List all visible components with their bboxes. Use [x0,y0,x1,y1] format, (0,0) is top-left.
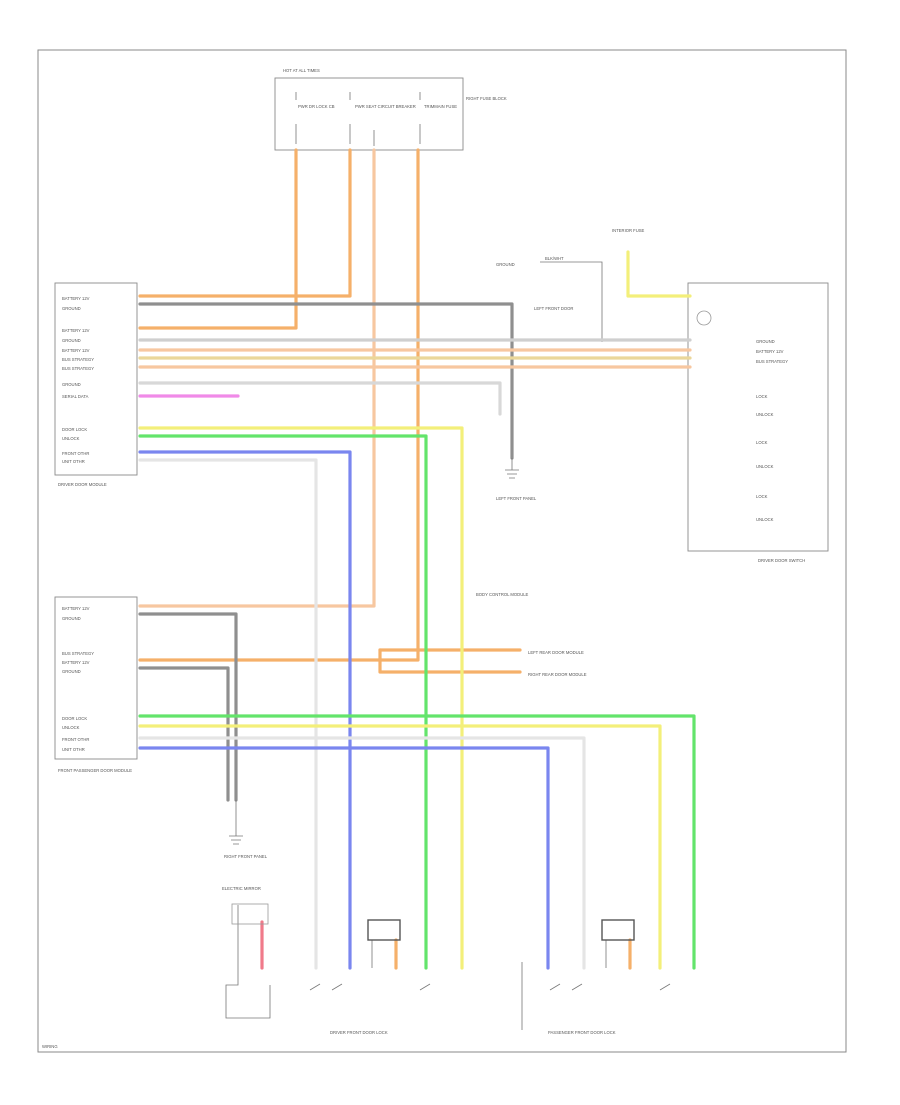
fuse-symbols [295,92,421,146]
dm-pin-9: DOOR LOCK [62,427,87,432]
passenger-lock-group-label: PASSENGER FRONT DOOR LOCK [548,1030,616,1035]
sw-pin-5: LOCK [756,440,768,445]
fuse-3-label: TRIMMAIN FUSE [424,104,457,109]
left-front-ground-label: LEFT FRONT PANEL [496,496,537,501]
dm-pin-4: BATTERY 12V [62,348,90,353]
pm-pin-3: BATTERY 12V [62,660,90,665]
wire-gray-pass-ground2 [138,666,230,802]
mirror-box [231,903,269,925]
pm-pin-1: GROUND [62,616,81,621]
pm-pin-4: GROUND [62,669,81,674]
fuse-1-label: PWR DR LOCK CB [298,104,335,109]
ground-top-tag: BLK/WHT [545,256,564,261]
fuse-2-label: PWR SEAT CIRCUIT BREAKER [355,104,416,109]
dm-pin-0: BATTERY 12V [62,296,90,301]
wire-orange-a [138,148,298,330]
wire-peach-c [138,148,376,608]
wire-yellow-lock [138,426,464,970]
wire-orange-b [138,148,352,298]
pm-pin-7: FRONT OTHR [62,737,89,742]
pm-pin-0: BATTERY 12V [62,606,90,611]
wire-mirror-gray [225,905,271,1019]
footer-label: WIRING [42,1044,58,1049]
interior-fuse-label: INTERIOR FUSE [612,228,645,233]
ground-symbol-left-front [505,458,519,479]
sw-pin-7: LOCK [756,494,768,499]
dm-pin-6: BUS STRATEGY [62,366,94,371]
driver-lock-group-label: DRIVER FRONT DOOR LOCK [330,1030,388,1035]
left-front-door-note: LEFT FRONT DOOR [534,306,573,311]
left-rear-module-label: LEFT REAR DOOR MODULE [528,650,584,655]
dm-pin-3: GROUND [62,338,81,343]
fuse-block-name: RIGHT FUSE BLOCK [466,96,507,101]
sw-pin-4: UNLOCK [756,412,774,417]
sw-pin-2: BUS STRATEGY [756,359,788,364]
switch-name: DRIVER DOOR SWITCH [758,558,805,563]
wire-yellow-switch [626,250,692,298]
sw-pin-3: LOCK [756,394,768,399]
pm-pin-6: UNLOCK [62,725,80,730]
driver-module-pin-labels: BATTERY 12V GROUND BATTERY 12V GROUND BA… [62,296,94,464]
wire-yellow-pass [138,724,662,970]
wire-gray-ground [138,302,514,460]
ground-symbol-right-front [229,800,243,845]
wire-blue-pass [138,746,550,970]
dm-pin-2: BATTERY 12V [62,328,90,333]
pm-pin-8: UNIT OTHR [62,747,85,752]
electric-mirror-label: ELECTRIC MIRROR [222,886,261,891]
sw-pin-1: BATTERY 12V [756,349,784,354]
switch-pin-labels: GROUND BATTERY 12V BUS STRATEGY LOCK UNL… [756,339,788,522]
sw-pin-0: GROUND [756,339,775,344]
right-rear-module-label: RIGHT REAR DOOR MODULE [528,672,587,677]
wire-orange-d-branch2 [378,648,522,674]
wire-lightgray-pass [138,736,586,970]
right-note-label: BODY CONTROL MODULE [476,592,529,597]
passenger-door-module-box [54,596,138,760]
passenger-module-name: FRONT PASSENGER DOOR MODULE [58,768,132,773]
fuse-block-box [274,77,464,151]
ground-top-label: GROUND [496,262,515,267]
wire-orange-d [138,148,420,662]
wire-gray-pass-ground [138,612,238,802]
wire-green-pass [138,714,696,970]
right-front-ground-label: RIGHT FRONT PANEL [224,854,268,859]
wire-gray-ground-top [540,261,603,342]
dm-pin-5: BUS STRATEGY [62,357,94,362]
switch-light-icon [696,310,712,326]
dm-pin-10: UNLOCK [62,436,80,441]
sw-pin-8: UNLOCK [756,517,774,522]
dm-pin-8: SERIAL DATA [62,394,89,399]
sw-pin-6: UNLOCK [756,464,774,469]
wire-lightgray-bus [138,381,502,416]
pm-pin-2: BUS STRATEGY [62,651,94,656]
wire-blue-lock [138,450,352,970]
wire-lightgray-lock [138,458,318,970]
dm-pin-7: GROUND [62,382,81,387]
passenger-module-pin-labels: BATTERY 12V GROUND BUS STRATEGY BATTERY … [62,606,94,752]
wire-green-lock [138,434,428,970]
dm-pin-1: GROUND [62,306,81,311]
fuse-block-title: HOT AT ALL TIMES [283,68,320,73]
diagram-frame [37,49,847,1053]
lock-switch-contacts [309,962,671,1030]
passenger-lock-actuator [601,919,635,941]
driver-door-switch-box [687,282,829,552]
pm-pin-5: DOOR LOCK [62,716,87,721]
dm-pin-12: UNIT OTHR [62,459,85,464]
driver-module-name: DRIVER DOOR MODULE [58,482,107,487]
driver-lock-actuator [367,919,401,941]
driver-door-module-box [54,282,138,476]
dm-pin-11: FRONT OTHR [62,451,89,456]
